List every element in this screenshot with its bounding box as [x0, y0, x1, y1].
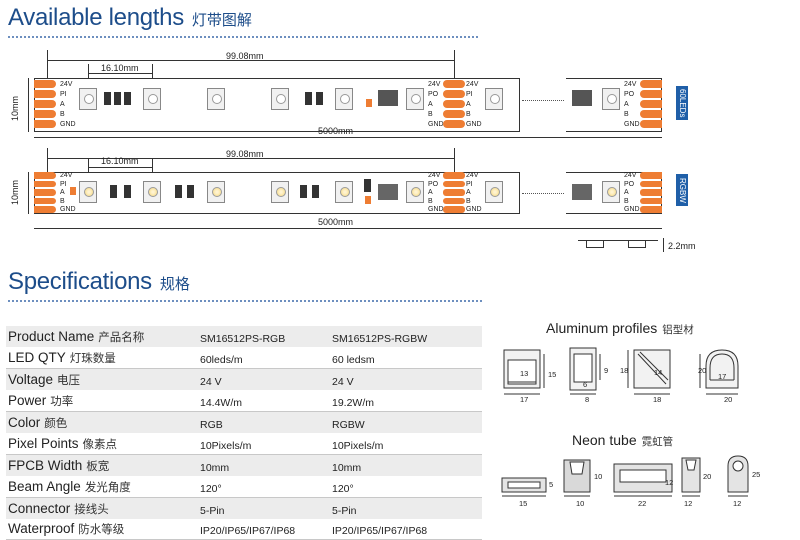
dim-label: 15: [548, 370, 557, 379]
specs-title: Specifications 规格: [8, 268, 190, 296]
pin-label: GND: [624, 206, 640, 214]
dim-label: 18: [653, 395, 662, 404]
pin-label: B: [428, 197, 433, 205]
dim-label: 10: [594, 472, 603, 481]
pitch-length: 16.10mm: [101, 156, 139, 166]
pin-label: 24V: [428, 172, 441, 179]
total-length: 5000mm: [318, 126, 354, 136]
pin-label: 24V: [60, 81, 73, 88]
pin-label: GND: [428, 121, 444, 128]
pin-label: PI: [60, 180, 67, 188]
dim-label: 14: [654, 368, 663, 377]
tag-60leds: 60LEDs: [676, 86, 688, 120]
pin-label: A: [624, 101, 629, 108]
pin-label: B: [428, 111, 433, 118]
pin-label: A: [428, 101, 433, 108]
dim-label: 25: [752, 470, 761, 479]
pin-label: GND: [624, 121, 640, 128]
dim-label: 9: [604, 366, 609, 375]
dim-label: 18: [620, 366, 629, 375]
segment-length: 99.08mm: [226, 149, 264, 159]
dim-label: 10: [576, 499, 585, 508]
aluminum-profiles-drawing: [503, 347, 739, 395]
pin-label: 24V: [624, 81, 637, 88]
pitch-length: 16.10mm: [101, 63, 139, 73]
pin-label: PI: [60, 91, 67, 98]
pin-label: GND: [428, 206, 444, 214]
pin-label: GND: [466, 121, 482, 128]
dim-label: 8: [585, 395, 590, 404]
title-cn: 灯带图解: [191, 12, 252, 29]
neon-tubes-drawing: [501, 455, 749, 497]
pin-label: 24V: [466, 81, 479, 88]
title-en: Available lengths: [8, 4, 184, 31]
pin-label: PO: [428, 91, 439, 98]
pin-label: B: [60, 197, 65, 205]
pin-label: B: [624, 197, 629, 205]
dim-label: 13: [520, 369, 529, 378]
pin-label: 24V: [624, 172, 637, 179]
pin-label: A: [624, 189, 629, 197]
pin-label: PO: [624, 91, 635, 98]
pin-label: 24V: [466, 172, 479, 179]
dim-label: 22: [638, 499, 647, 508]
pin-label: B: [466, 197, 471, 205]
thickness: 2.2mm: [668, 241, 696, 251]
dim-label: 20: [724, 395, 733, 404]
strip-width: 10mm: [10, 96, 20, 122]
dim-label: 20: [703, 472, 712, 481]
pin-label: 24V: [60, 172, 73, 179]
dim-label: 12: [733, 499, 742, 508]
segment-length: 99.08mm: [226, 51, 264, 61]
dim-label: 12: [684, 499, 693, 508]
dim-label: 6: [583, 380, 588, 389]
pin-label: PO: [624, 180, 635, 188]
pin-label: A: [60, 189, 65, 197]
pin-label: PI: [466, 91, 473, 98]
total-length: 5000mm: [318, 217, 354, 227]
dim-label: 12: [665, 478, 674, 487]
pin-label: PI: [466, 180, 473, 188]
pin-label: B: [466, 111, 471, 118]
pin-label: GND: [60, 121, 76, 128]
pin-label: B: [624, 111, 629, 118]
pin-label: B: [60, 111, 65, 118]
pin-label: A: [466, 189, 471, 197]
pin-label: GND: [60, 206, 76, 214]
dim-label: 5: [549, 480, 554, 489]
specs-title-en: Specifications: [8, 268, 152, 295]
dim-label: 17: [718, 372, 727, 381]
pin-label: 24V: [428, 81, 441, 88]
pin-label: PO: [428, 180, 439, 188]
page-title: Available lengths 灯带图解: [8, 4, 252, 32]
pin-label: A: [60, 101, 65, 108]
pin-label: A: [466, 101, 471, 108]
tag-rgbw: RGBW: [676, 174, 688, 206]
pin-label: A: [428, 189, 433, 197]
specs-divider: [8, 300, 482, 302]
aluminum-title: Aluminum profiles 铝型材: [546, 320, 694, 336]
dim-label: 17: [520, 395, 529, 404]
strip-width: 10mm: [10, 180, 20, 206]
dim-label: 20: [698, 366, 707, 375]
dim-label: 15: [519, 499, 528, 508]
pin-label: GND: [466, 206, 482, 214]
specs-title-cn: 规格: [159, 276, 190, 293]
neon-title: Neon tube 霓虹管: [572, 432, 674, 448]
title-divider: [8, 36, 478, 38]
